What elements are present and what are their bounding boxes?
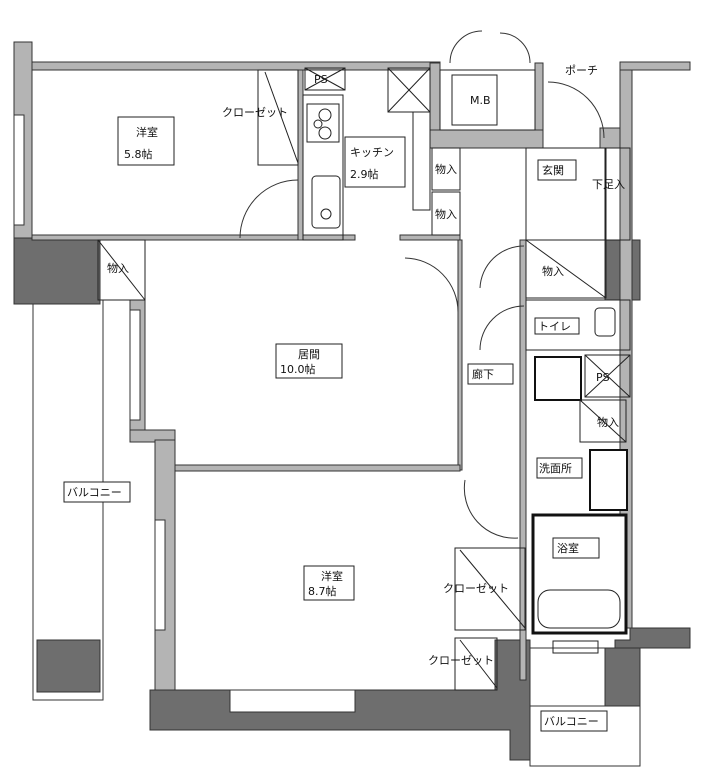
ps-2-label: PS xyxy=(596,371,610,384)
storage-entrance-door[interactable] xyxy=(479,245,525,289)
closet-1-label: クローゼット xyxy=(222,106,288,119)
sink-icon xyxy=(311,175,341,229)
kitchen-left-wall xyxy=(297,69,304,241)
storage-left-label: 物入 xyxy=(107,261,129,275)
washroom-label: 洗面所 xyxy=(539,462,572,475)
room1-bottom-wall xyxy=(31,234,356,241)
entrance-door[interactable] xyxy=(547,81,605,139)
mb-bottom-wall xyxy=(429,129,544,149)
stove-icon xyxy=(306,103,340,143)
right-top-wall xyxy=(619,61,691,71)
bathroom-label: 浴室 xyxy=(557,541,579,555)
balcony-left-label: バルコニー xyxy=(67,486,122,499)
vanity xyxy=(589,449,628,511)
storage-wash-label: 物入 xyxy=(597,415,619,429)
column-left-bottom xyxy=(36,639,101,693)
entrance-label: 玄関 xyxy=(542,163,564,177)
meter-box xyxy=(451,74,498,126)
living-size: 10.0帖 xyxy=(280,363,316,376)
porch-wall xyxy=(599,127,621,149)
toilet-icon xyxy=(594,307,616,337)
top-wall xyxy=(31,61,441,71)
shoe-storage[interactable] xyxy=(604,147,631,241)
hallway-label: 廊下 xyxy=(472,367,494,381)
window-room2 xyxy=(154,519,166,631)
ps-1 xyxy=(304,67,346,91)
storage-kitchen-1[interactable] xyxy=(431,147,461,191)
bathtub-icon xyxy=(537,589,621,629)
column-left-top xyxy=(13,237,101,305)
meter-box-label: M.B xyxy=(470,94,491,107)
room1-size: 5.8帖 xyxy=(124,148,153,161)
room2-size: 8.7帖 xyxy=(308,585,337,598)
living-right-wall xyxy=(457,239,463,471)
storage-entrance-label: 物入 xyxy=(542,264,564,278)
kitchen-counter xyxy=(302,94,344,241)
room2-label: 洋室 xyxy=(321,569,343,583)
column-bottom-right xyxy=(604,647,641,707)
sliding-partition xyxy=(174,464,461,472)
toilet-door[interactable] xyxy=(479,305,525,351)
closet-1[interactable] xyxy=(257,69,299,166)
storage-kitchen-2-label: 物入 xyxy=(435,207,457,221)
toilet xyxy=(525,299,631,351)
storage-left[interactable] xyxy=(97,239,146,301)
kitchen-size: 2.9帖 xyxy=(350,168,379,181)
kitchen-label: キッチン xyxy=(350,146,394,159)
storage-kitchen-1-label: 物入 xyxy=(435,162,457,176)
fridge-space xyxy=(387,67,431,113)
bath-window xyxy=(552,640,599,654)
window-room2-bottom xyxy=(229,689,356,713)
bathroom xyxy=(531,513,628,635)
kitchen-cabinet xyxy=(412,111,431,211)
living-step-wall xyxy=(129,429,176,443)
closet-3[interactable] xyxy=(454,637,498,691)
room1-door[interactable] xyxy=(239,179,299,239)
storage-kitchen-2[interactable] xyxy=(431,191,461,236)
window-living xyxy=(129,309,141,421)
hall-right-wall xyxy=(519,239,527,681)
storage-entrance[interactable] xyxy=(525,239,607,299)
mb-doors[interactable] xyxy=(449,30,531,64)
living-door[interactable] xyxy=(404,257,459,313)
closet-2-label: クローゼット xyxy=(443,582,509,595)
room1-label: 洋室 xyxy=(136,125,158,139)
storage-wash[interactable] xyxy=(579,399,627,443)
balcony-bottom-label: バルコニー xyxy=(544,715,599,728)
shoe-storage-label: 下足入 xyxy=(592,178,625,191)
closet-3-label: クローゼット xyxy=(428,654,494,667)
porch-label: ポーチ xyxy=(565,64,598,77)
room2-door[interactable] xyxy=(463,479,519,539)
window-left xyxy=(13,114,25,226)
living-label: 居間 xyxy=(298,348,320,361)
toilet-label: トイレ xyxy=(538,320,571,333)
closet-2[interactable] xyxy=(454,547,526,631)
ps-2 xyxy=(584,354,631,398)
ps-1-label: PS xyxy=(314,73,328,86)
washing-machine-pan xyxy=(534,356,582,401)
kitchen-bottom-wall xyxy=(399,234,461,241)
